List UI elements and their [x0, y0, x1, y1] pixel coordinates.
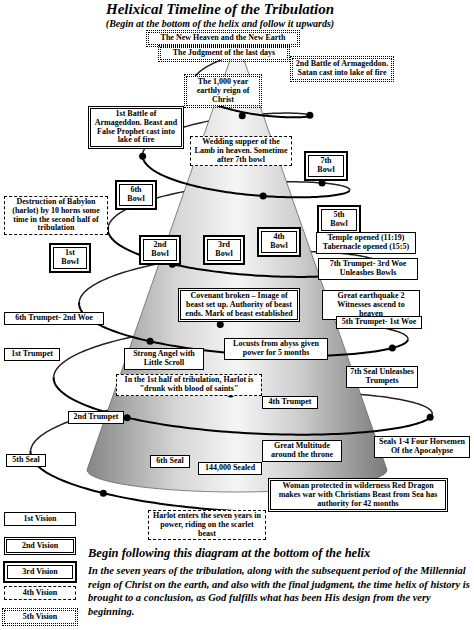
caption: In the seven years of the tribulation, a… [88, 564, 470, 618]
event-text: 7th Seal Unleashes Trumpets [349, 368, 415, 386]
event-box: 144,000 Sealed [198, 462, 262, 475]
legend-sample: 2nd Vision [4, 537, 76, 555]
event-text: Locusts from abyss given power for 5 mon… [227, 340, 325, 358]
event-dot [147, 338, 154, 345]
event-text: Wedding supper of the Lamb in heaven. So… [193, 138, 289, 164]
event-text: 2nd Bowl [146, 241, 174, 259]
event-text: The 1,000 year earthly reign of Christ [189, 78, 257, 104]
event-dot [100, 490, 107, 497]
event-dot [427, 414, 434, 421]
event-text: Harlot enters the seven years in power, … [151, 512, 263, 538]
helix-front [30, 78, 432, 511]
event-text: 5th Seal [9, 456, 43, 465]
event-box: 5th Seal [6, 454, 46, 467]
event-box: 7th Bowl [305, 152, 347, 180]
event-text: 2nd Trumpet [71, 413, 121, 422]
event-box: 4th Trumpet [262, 396, 318, 409]
event-box: 5th Trumpet- 1st Woe [336, 316, 422, 329]
event-text: 7th Trumpet- 3rd Woe Unleashes Bowls [321, 260, 415, 278]
event-text: Temple opened (11:19) Tabernacle opened … [319, 234, 413, 252]
event-box: 1st Bowl [50, 244, 90, 272]
event-box: 2nd Trumpet [68, 411, 124, 424]
event-text: 7th Bowl [311, 157, 341, 175]
legend-sample: 1st Vision [4, 512, 76, 526]
event-text: 5th Bowl [324, 211, 354, 229]
legend-text: 5th Vision [7, 612, 73, 622]
event-text: 1st Battle of Armageddon. Beast and Fals… [93, 110, 179, 145]
event-text: Strong Angel with Little Scroll [127, 350, 201, 368]
event-text: 3rd Bowl [210, 241, 238, 259]
event-text: The New Heaven and the New Earth [151, 34, 295, 43]
event-text: 4th Trumpet [265, 398, 315, 407]
event-box: Temple opened (11:19) Tabernacle opened … [316, 232, 416, 254]
event-box: Harlot enters the seven years in power, … [148, 510, 266, 540]
event-text: 144,000 Sealed [201, 464, 259, 473]
event-box: Covenant broken – Image of beast set up.… [178, 288, 300, 322]
event-text: Destruction of Babylon (harlot) by 10 ho… [7, 198, 105, 233]
legend-sample: 3rd Vision [4, 562, 76, 582]
event-text: 2nd Battle of Armageddon. Satan cast int… [295, 60, 389, 78]
event-box: 6th Bowl [116, 181, 156, 209]
event-box: 2nd Battle of Armageddon. Satan cast int… [292, 58, 392, 80]
event-text: Seals 1-4 Four Horsemen Of the Apocalyps… [377, 438, 467, 456]
event-text: Woman protected in wilderness Red Dragon… [273, 482, 443, 508]
instruction: Begin following this diagram at the bott… [88, 546, 474, 561]
event-dot [260, 193, 267, 200]
event-box: Strong Angel with Little Scroll [124, 348, 204, 370]
event-box: 7th Seal Unleashes Trumpets [346, 366, 418, 388]
legend-text: 4th Vision [7, 588, 73, 598]
event-text: 4th Bowl [264, 233, 294, 251]
helix-path [30, 451, 237, 511]
event-text: 1st Bowl [56, 249, 84, 267]
event-text: Great Multitude around the throne [265, 442, 339, 460]
event-text: In the 1st half of tribulation, Harlot i… [119, 376, 259, 394]
event-text: Great earthquake 2 Witnesses ascend to h… [325, 292, 417, 318]
event-dot [306, 112, 313, 119]
event-box: The New Heaven and the New Earth [148, 32, 298, 45]
event-text: 1st Trumpet [7, 350, 57, 359]
event-box: 6th Trumpet- 2nd Woe [4, 312, 104, 325]
title: Helixical Timeline of the Tribulation [0, 1, 440, 18]
legend-sample: 4th Vision [4, 586, 76, 600]
event-text: 6th Seal [153, 457, 187, 466]
event-text: Covenant broken – Image of beast set up.… [183, 292, 295, 318]
event-box: 7th Trumpet- 3rd Woe Unleashes Bowls [318, 258, 418, 280]
event-dot [139, 153, 146, 160]
event-box: 1st Battle of Armageddon. Beast and Fals… [88, 106, 184, 149]
subtitle: (Begin at the bottom of the helix and fo… [0, 18, 440, 30]
event-box: 5th Bowl [318, 206, 360, 234]
legend-text: 2nd Vision [9, 541, 71, 551]
event-box: Woman protected in wilderness Red Dragon… [268, 478, 448, 512]
event-box: 1st Trumpet [4, 348, 60, 361]
event-dot [389, 344, 396, 351]
event-box: Wedding supper of the Lamb in heaven. So… [190, 136, 292, 166]
event-text: The Judgment of the last days [163, 49, 285, 58]
event-text: 6th Trumpet- 2nd Woe [7, 314, 101, 323]
event-dot [124, 414, 131, 421]
event-box: Locusts from abyss given power for 5 mon… [224, 338, 328, 360]
event-box: Great Multitude around the throne [262, 440, 342, 462]
event-text: 6th Bowl [122, 186, 150, 204]
legend-text: 3rd Vision [10, 567, 70, 577]
event-text: 5th Trumpet- 1st Woe [339, 318, 419, 327]
legend-sample: 5th Vision [4, 610, 76, 624]
event-box: The Judgment of the last days [160, 47, 288, 60]
event-box: 2nd Bowl [140, 236, 180, 264]
event-box: 4th Bowl [258, 228, 300, 256]
event-box: Seals 1-4 Four Horsemen Of the Apocalyps… [374, 436, 470, 458]
event-box: 6th Seal [150, 455, 190, 468]
event-box: Destruction of Babylon (harlot) by 10 ho… [4, 196, 108, 235]
event-box: The 1,000 year earthly reign of Christ [186, 76, 260, 106]
event-box: In the 1st half of tribulation, Harlot i… [116, 374, 262, 396]
event-box: 3rd Bowl [204, 236, 244, 264]
event-dot [239, 112, 246, 119]
event-dot [319, 179, 326, 186]
legend-text: 1st Vision [7, 514, 73, 524]
